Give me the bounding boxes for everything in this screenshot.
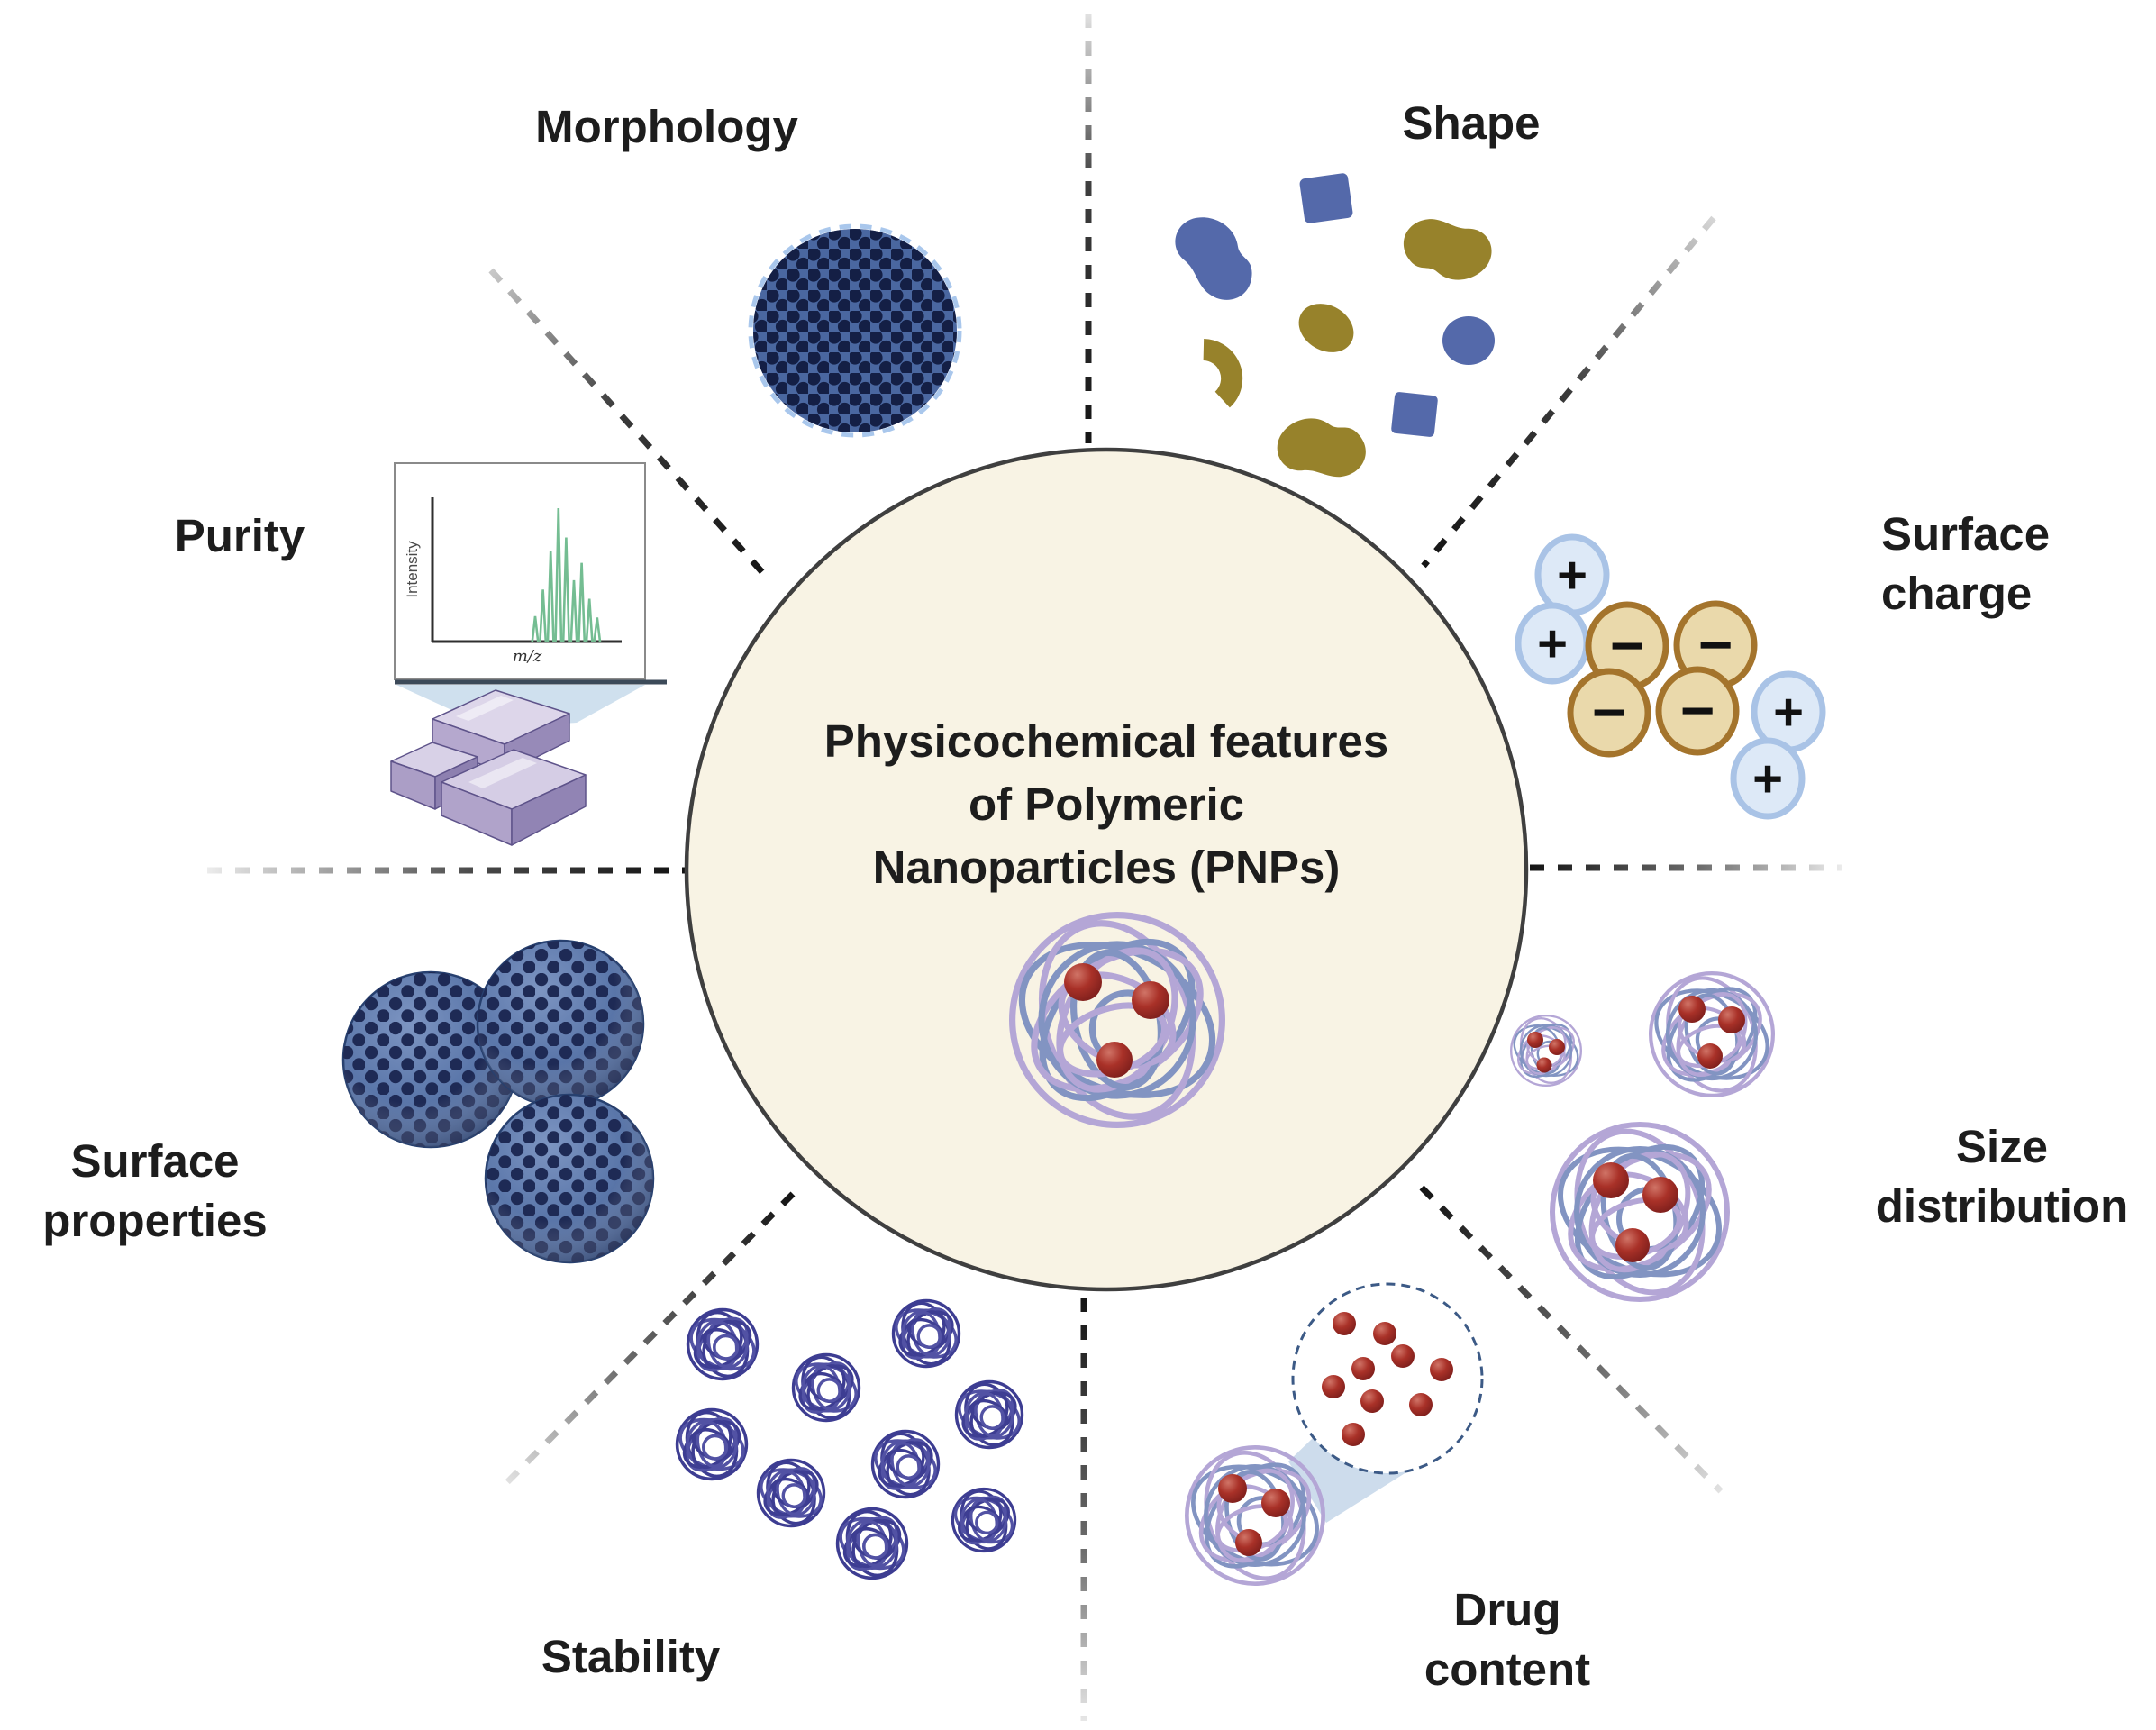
charge-sign: −: [1680, 677, 1715, 743]
spectrum-axes: [431, 497, 622, 643]
textured-sphere: [341, 970, 520, 1149]
spectrum-peaks: [531, 507, 602, 642]
negative-charge-particle: −: [1673, 600, 1758, 690]
drug-content-line1: Drug: [1453, 1584, 1561, 1635]
section-label-surface-properties: Surface properties: [42, 1132, 267, 1251]
size-distribution-line1: Size: [1955, 1121, 2049, 1172]
magnifier-lens: [1291, 1282, 1484, 1475]
positive-charge-particle: +: [1515, 602, 1590, 685]
surface-charge-line1: Surface: [1881, 508, 2051, 560]
negative-charge-particle: −: [1567, 668, 1651, 758]
section-label-drug-content: Drug content: [1424, 1580, 1590, 1699]
textured-spheres-icon: [341, 939, 655, 1264]
spectrum-panel: [394, 462, 646, 680]
surface-charge-line2: charge: [1881, 568, 2033, 619]
negative-charge-particle: −: [1655, 666, 1740, 756]
divider-lower-left: [500, 1191, 796, 1489]
central-circle: [684, 447, 1529, 1292]
spectrum-peak: [585, 598, 594, 642]
charge-sign: −: [1698, 611, 1733, 678]
divider-upper-left: [488, 268, 773, 584]
charge-sign: −: [1610, 612, 1645, 678]
surface-properties-line1: Surface: [70, 1135, 240, 1187]
spectrum-peak: [578, 562, 587, 642]
magnifier-drug-molecules-icon: [1178, 1282, 1484, 1592]
nanoparticle-cluster-icon: [670, 1295, 1029, 1584]
spectrum-peak: [561, 537, 570, 642]
ingot-bar: [441, 749, 587, 846]
spectrum-peak: [546, 551, 555, 642]
spectrum-peak: [593, 617, 602, 642]
mass-spectrum-ingots-icon: Intensity m/z: [390, 462, 667, 846]
spectrum-xlabel: m/z: [513, 647, 542, 666]
section-label-purity: Purity: [174, 510, 305, 561]
divider-upper-right: [1421, 215, 1716, 569]
charge-sign: −: [1592, 678, 1627, 745]
surface-properties-line2: properties: [42, 1195, 268, 1246]
positive-charge-particle: +: [1730, 737, 1806, 820]
textured-sphere: [484, 1093, 655, 1264]
drug-molecules: [1322, 1312, 1453, 1446]
section-label-morphology: Morphology: [535, 101, 798, 152]
divider-lines: [207, 14, 1842, 1721]
varied-size-nanoparticles-icon: [1505, 966, 1781, 1310]
positive-charge-particle: +: [1534, 533, 1610, 616]
charge-sign: +: [1557, 546, 1587, 605]
spectrum-peak: [554, 507, 563, 642]
charged-particles-icon: + + − − + − −: [1515, 533, 1826, 820]
central-title-line1: Physicochemical features: [823, 715, 1389, 767]
section-label-stability: Stability: [541, 1631, 721, 1682]
central-title-line2: of Polymeric: [968, 778, 1245, 830]
spectrum-peak: [539, 589, 548, 642]
charge-sign: +: [1537, 615, 1568, 673]
spectrum-peak: [531, 615, 540, 642]
textured-sphere: [476, 939, 645, 1108]
negative-charge-particle: −: [1585, 601, 1669, 691]
assorted-shapes-icon: [1159, 173, 1498, 496]
section-label-shape: Shape: [1402, 97, 1541, 149]
dotted-sphere-icon: [748, 223, 962, 438]
charge-sign: +: [1752, 750, 1783, 808]
central-title-line3: Nanoparticles (PNPs): [872, 842, 1341, 893]
spectrum-peak: [569, 579, 578, 642]
charge-sign: +: [1773, 683, 1804, 742]
section-label-size-distribution: Size distribution: [1876, 1117, 2128, 1236]
central-title: Physicochemical features of Polymeric Na…: [824, 710, 1388, 899]
ingots: [390, 689, 587, 846]
drug-content-line2: content: [1424, 1644, 1591, 1695]
section-label-surface-charge: Surface charge: [1881, 505, 2050, 624]
polymeric-nanoparticle-icon: [998, 902, 1236, 1138]
spectrum-ylabel: Intensity: [404, 541, 421, 598]
size-distribution-line2: distribution: [1875, 1180, 2129, 1232]
